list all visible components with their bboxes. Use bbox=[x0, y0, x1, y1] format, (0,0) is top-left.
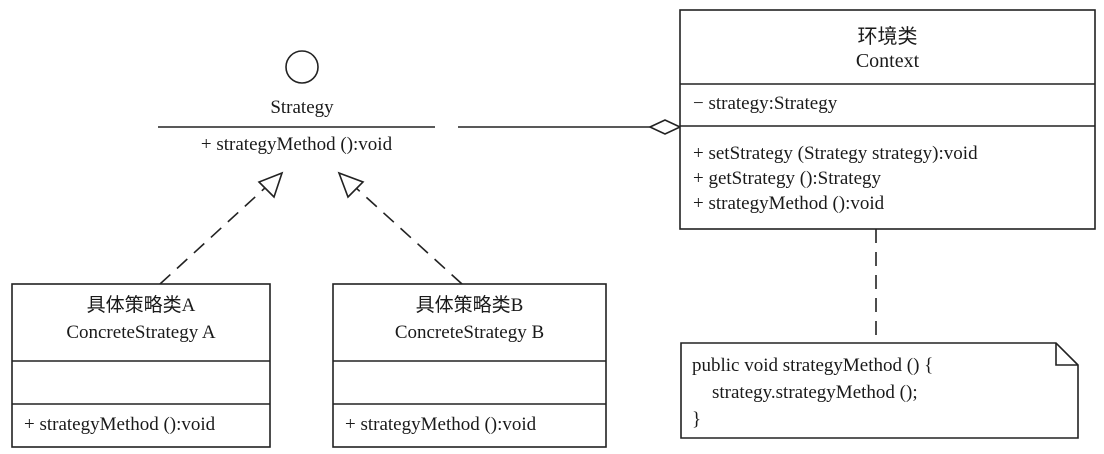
context-class-name-en: Context bbox=[855, 50, 920, 72]
note-line-3: } bbox=[692, 409, 702, 430]
concrete-b-name-en: ConcreteStrategy B bbox=[394, 322, 545, 343]
concrete-b-class-box bbox=[332, 283, 607, 448]
context-method-set-strategy: + setStrategy (Strategy strategy):void bbox=[693, 143, 978, 164]
note-line-2: strategy.strategyMethod (); bbox=[712, 382, 918, 403]
realization-arrowhead-b-icon bbox=[337, 171, 365, 199]
context-method-get-strategy: + getStrategy ():Strategy bbox=[693, 168, 881, 189]
concrete-b-name-cn: 具体策略类B bbox=[415, 295, 524, 316]
context-attribute: − strategy:Strategy bbox=[693, 93, 838, 114]
aggregation-diamond-icon bbox=[648, 119, 682, 135]
concrete-a-name-cn: 具体策略类A bbox=[86, 295, 196, 316]
strategy-interface-name: Strategy bbox=[270, 97, 334, 118]
context-class-box bbox=[679, 9, 1096, 230]
realization-arrowhead-a-icon bbox=[257, 171, 284, 199]
concrete-a-name-en: ConcreteStrategy A bbox=[66, 322, 216, 343]
note-box bbox=[680, 342, 1079, 439]
concrete-b-method: + strategyMethod ():void bbox=[345, 414, 537, 435]
concrete-a-method: + strategyMethod ():void bbox=[24, 414, 216, 435]
concrete-a-class-box bbox=[11, 283, 271, 448]
context-method-strategy-method: + strategyMethod ():void bbox=[693, 193, 885, 214]
note-fold-corner-icon bbox=[1055, 343, 1078, 366]
realization-line-b bbox=[354, 186, 463, 285]
strategy-interface-method: + strategyMethod ():void bbox=[200, 134, 393, 155]
context-class-name-cn: 环境类 bbox=[857, 26, 918, 48]
interface-lollipop-icon bbox=[285, 50, 319, 84]
note-line-1: public void strategyMethod () { bbox=[692, 355, 934, 376]
realization-line-a bbox=[159, 186, 267, 285]
